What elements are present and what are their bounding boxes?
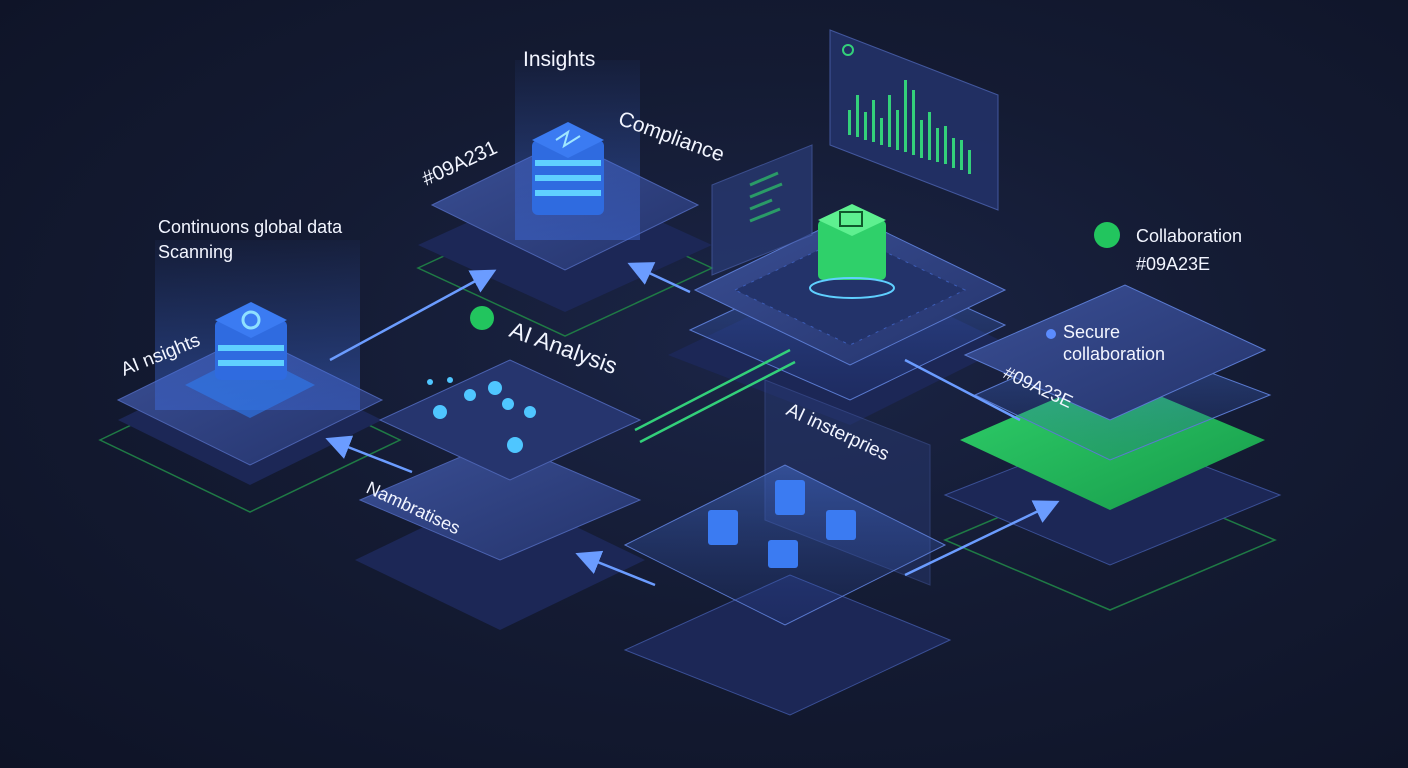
connectors: [325, 262, 1060, 587]
platform-left: [98, 240, 402, 513]
platform-secure-collaboration: [943, 284, 1282, 611]
secure-status-dot: [1046, 329, 1056, 339]
label-collaboration: Collaboration: [1136, 226, 1242, 246]
green-status-dot: [470, 306, 494, 330]
bar-chart-icon: [848, 80, 971, 174]
label-secure-line2: collaboration: [1063, 344, 1165, 364]
server-tower-icon: [532, 122, 604, 215]
collaboration-status-dot: [1094, 222, 1120, 248]
label-scanning-line2: Scanning: [158, 242, 233, 262]
server-stack-icon: [215, 302, 287, 380]
platform-ai-analysis: [355, 359, 645, 630]
label-secure-line1: Secure: [1063, 322, 1120, 342]
data-nodes-icon: [427, 377, 536, 453]
platform-ai-enterprises: [623, 379, 952, 716]
label-scanning-line1: Continuons global data: [158, 217, 343, 237]
label-hex-collab: #09A23E: [1136, 254, 1210, 274]
chart-panel: [829, 29, 999, 211]
label-insights: Insights: [523, 48, 595, 71]
platform-compliance: [668, 144, 1010, 425]
platform-insights: [416, 60, 714, 337]
server-nodes-icon: [708, 480, 856, 568]
green-cube-icon: [809, 204, 895, 299]
code-panel: [711, 144, 813, 276]
